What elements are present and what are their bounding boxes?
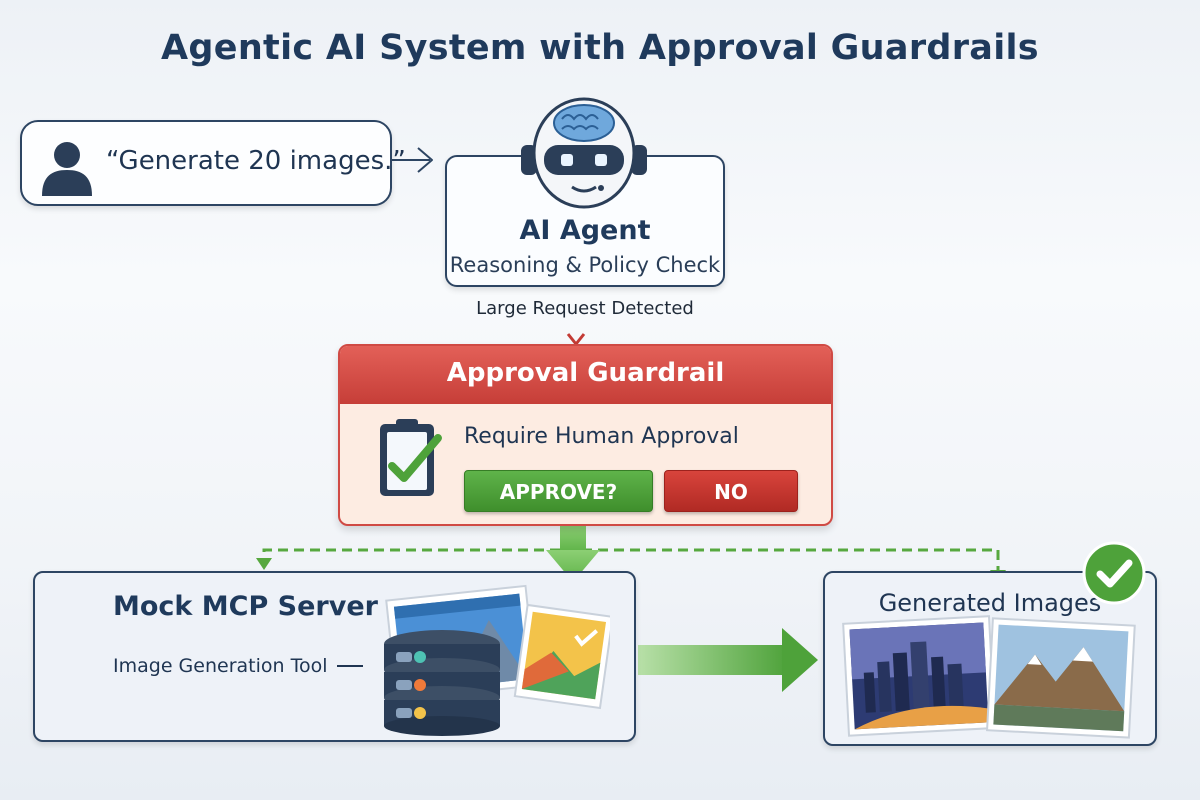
detection-arrow	[566, 333, 586, 347]
user-silhouette-icon	[42, 142, 92, 196]
guardrail-title: Approval Guardrail	[446, 358, 725, 388]
clipboard-check-icon	[380, 419, 442, 496]
city-photo	[842, 615, 996, 737]
guardrail-header	[340, 346, 831, 404]
user-request-text: “Generate 20 images.”	[106, 146, 406, 176]
generation-flow-arrow	[638, 628, 818, 692]
database-server-icon	[384, 584, 610, 736]
approval-guardrail-panel: Approval Guardrail Require Human Approva…	[338, 344, 833, 526]
require-approval-text: Require Human Approval	[464, 424, 739, 449]
tool-connector-line	[337, 665, 363, 667]
approved-down-arrow	[546, 526, 600, 582]
robot-brain-icon	[521, 97, 647, 209]
agent-title: AI Agent	[519, 215, 651, 246]
approve-button[interactable]: APPROVE?	[464, 470, 653, 512]
mcp-server-title: Mock MCP Server	[113, 591, 378, 622]
page-title: Agentic AI System with Approval Guardrai…	[161, 28, 1039, 68]
request-arrow	[390, 147, 433, 173]
agent-subtitle: Reasoning & Policy Check	[449, 253, 721, 277]
image-generation-tool-label: Image Generation Tool	[113, 655, 328, 677]
large-request-detected-label: Large Request Detected	[476, 298, 694, 319]
check-circle-icon	[1082, 541, 1146, 605]
user-request-bubble: “Generate 20 images.”	[20, 120, 406, 206]
generated-images-title: Generated Images	[878, 589, 1102, 617]
generated-photos	[842, 615, 1136, 739]
mountain-photo	[986, 617, 1136, 739]
reject-button[interactable]: NO	[664, 470, 798, 512]
